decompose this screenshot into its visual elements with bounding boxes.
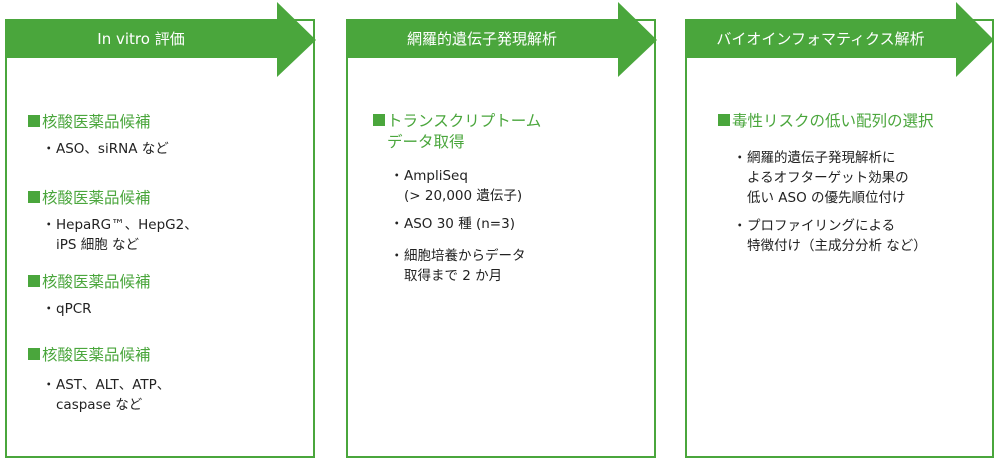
arrow-box-shape: [346, 2, 657, 458]
section-heading: トランスクリプトーム データ取得: [373, 111, 541, 153]
square-bullet-icon: [373, 114, 385, 126]
list-item: ・HepaRG™、HepG2、 iPS 細胞 など: [42, 217, 198, 253]
panel-title: バイオインフォマティクス解析: [716, 30, 925, 48]
list-item: ・ASO 30 種 (n=3): [390, 216, 515, 232]
arrow-box-shape: [5, 2, 316, 458]
section-heading: 毒性リスクの低い配列の選択: [718, 111, 934, 132]
section-heading: 核酸医薬品候補: [28, 188, 151, 209]
list-item: ・qPCR: [42, 301, 92, 317]
panel-transcriptome: 網羅的遺伝子発現解析 トランスクリプトーム データ取得 ・AmpliSeq (>…: [340, 0, 670, 460]
square-bullet-icon: [28, 275, 40, 287]
panel-title: 網羅的遺伝子発現解析: [406, 30, 557, 48]
list-item: ・AST、ALT、ATP、 caspase など: [42, 377, 171, 413]
square-bullet-icon: [28, 191, 40, 203]
panel-bioinformatics: バイオインフォマティクス解析 毒性リスクの低い配列の選択 ・網羅的遺伝子発現解析…: [670, 0, 1000, 460]
section-heading: 核酸医薬品候補: [28, 272, 151, 293]
panel-title: In vitro 評価: [97, 30, 185, 48]
square-bullet-icon: [718, 114, 730, 126]
square-bullet-icon: [28, 348, 40, 360]
list-item: ・ASO、siRNA など: [42, 141, 169, 157]
square-bullet-icon: [28, 115, 40, 127]
list-item: ・網羅的遺伝子発現解析に よるオフターゲット効果の 低い ASO の優先順位付け: [733, 150, 909, 206]
section-heading: 核酸医薬品候補: [28, 345, 151, 366]
list-item: ・AmpliSeq (> 20,000 遺伝子): [390, 168, 523, 204]
list-item: ・細胞培養からデータ 取得まで 2 か月: [390, 248, 526, 284]
list-item: ・プロファイリングによる 特徴付け（主成分分析 など）: [733, 218, 927, 254]
section-heading: 核酸医薬品候補: [28, 112, 151, 133]
panel-in-vitro: In vitro 評価 核酸医薬品候補 ・ASO、siRNA など 核酸医薬品候…: [0, 0, 330, 460]
arrow-box-shape: [685, 2, 994, 458]
